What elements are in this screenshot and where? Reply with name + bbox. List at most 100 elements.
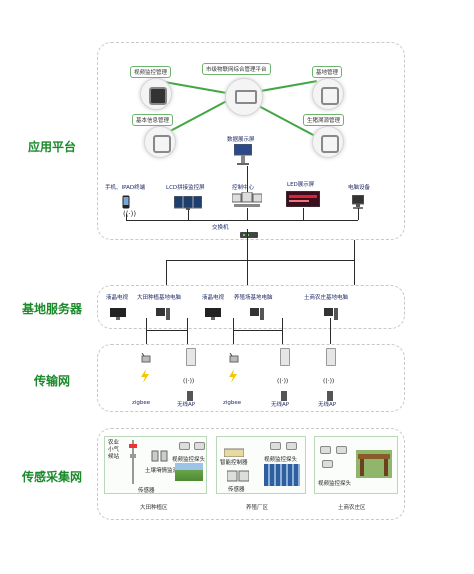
connector-line [358,208,359,220]
connector-line [126,220,358,221]
server-item-label: 液晶电视 [106,295,129,301]
sensor-mgmt-hub-icon[interactable] [312,126,344,158]
connector-line [303,208,304,220]
zigbee-signal-icon [141,368,149,383]
zigbee-label: zigbee [132,400,151,406]
layer-label-server: 基地服务器 [21,302,82,316]
control-center-icon[interactable] [231,191,263,208]
connector-line [330,318,331,348]
connector-line [247,208,248,220]
lcd-wall-label: LCD拼接监控屏 [166,185,205,191]
connector-line [146,330,188,331]
farm-pc-icon[interactable] [250,305,264,320]
connector-line [247,166,248,192]
connector-line [354,240,355,288]
ap-device-icon[interactable] [326,348,336,366]
camera-icon[interactable] [270,442,281,450]
data-screen-icon[interactable] [233,143,253,166]
zone-caption: 大田种植区 [140,505,168,511]
control-center-label: 控制中心 [232,185,255,191]
led-screen-label: LED展示屏 [287,182,315,188]
connector-line [247,229,248,260]
zone-caption: 养殖厂区 [246,505,269,511]
sensor-label: 传感器 [138,488,155,494]
connector-line [233,330,283,331]
ap-icon[interactable] [186,386,194,401]
controller-label: 智能控制器 [220,460,248,466]
antenna-icon [140,348,152,363]
connector-line [187,318,188,348]
switch-label: 交换机 [212,225,229,231]
village-pc-icon[interactable] [324,305,338,320]
wifi-icon: ((·)) [277,378,289,385]
center-hub-icon[interactable] [225,78,263,116]
soil-sensor-icon[interactable] [150,448,170,462]
camera-icon[interactable] [336,446,347,454]
controller-icon[interactable] [223,442,245,458]
transport-layer-frame [97,344,405,412]
ap-device-icon[interactable] [186,348,196,366]
ap-icon[interactable] [280,386,288,401]
weather-station-label: 农业小气候站 [108,440,120,460]
basic-info-hub-icon[interactable] [144,126,176,158]
lcd-tv-icon[interactable] [110,305,126,320]
ap-label: 无线AP [271,402,290,408]
ap-device-icon[interactable] [280,348,290,366]
center-hub-label: 市级物联网综合管理平台 [202,63,271,75]
layer-label-sensing: 传感采集网 [21,470,82,484]
field-photo [175,463,203,481]
lcd-tv-icon[interactable] [205,305,221,320]
sensor-label: 传感器 [228,487,245,493]
base-hub-label: 基地管理 [312,66,343,78]
connector-line [282,318,283,348]
base-pc-icon[interactable] [156,305,170,320]
farm-photo [264,464,300,486]
server-layer-frame [97,285,405,329]
ap-icon[interactable] [326,386,334,401]
soil-moisture-label: 土壤墒情监测 [145,468,179,474]
ap-label: 无线AP [318,402,337,408]
mobile-terminal-label: 手机、IPAD终端 [105,185,146,191]
layer-label-transport: 传输网 [33,374,70,388]
video-monitor-hub-label: 视频监控管理 [130,66,172,78]
camera-icon[interactable] [320,446,331,454]
connector-line [166,260,354,261]
camera-icon[interactable] [322,460,333,468]
connector-line [126,214,127,220]
antenna-icon [228,348,240,363]
pc-device-icon[interactable] [351,194,365,209]
connector-line [146,318,147,348]
weather-station-icon[interactable] [128,440,138,484]
lcd-wall-icon[interactable] [173,195,203,210]
connector-line [233,318,234,348]
layer-label-application: 应用平台 [27,140,76,154]
zigbee-label: zigbee [223,400,242,406]
zigbee-signal-icon [229,368,237,383]
gate-photo [356,450,392,478]
camera-icon[interactable] [286,442,297,450]
server-item-label: 土商农庄基地电脑 [304,295,349,301]
base-hub-icon[interactable] [312,78,344,110]
sensor-mgmt-hub-label: 生猪溯源管理 [303,114,345,126]
wifi-icon: ((·)) [323,378,335,385]
video-monitor-hub-icon[interactable] [140,78,172,110]
mobile-phone-icon[interactable] [122,194,130,209]
wifi-icon: ((·)) [123,210,137,218]
camera-icon[interactable] [179,442,190,450]
switch-icon[interactable] [240,223,258,238]
server-item-label: 养殖场基地电脑 [234,295,273,301]
pc-device-label: 电脑设备 [348,185,371,191]
connector-line [247,260,248,288]
server-item-label: 大田种植基地电脑 [137,295,182,301]
server-item-label: 液晶电视 [202,295,225,301]
wifi-icon: ((·)) [183,378,195,385]
video-probe-label: 视频监控探头 [172,457,206,463]
zone-caption: 土商农庄区 [338,505,366,511]
video-probe-label: 视频监控探头 [318,481,352,487]
led-screen-icon[interactable] [285,190,321,208]
ap-label: 无线AP [177,402,196,408]
video-probe-label: 视频监控探头 [264,457,298,463]
sensor-device-icon[interactable] [226,468,250,482]
camera-icon[interactable] [194,442,205,450]
basic-info-hub-label: 基本信息管理 [132,114,174,126]
